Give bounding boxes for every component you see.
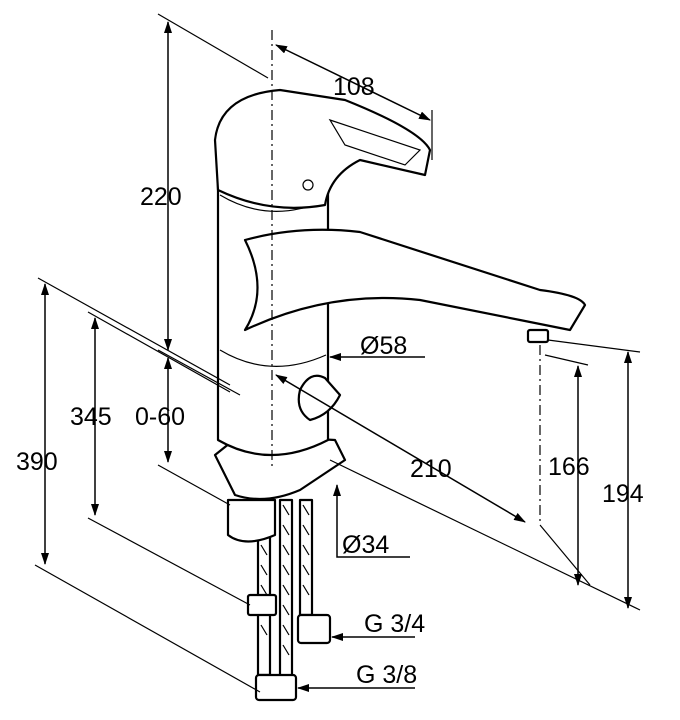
- label-210: 210: [410, 455, 452, 483]
- label-0-60: 0-60: [135, 403, 185, 431]
- dim-108-line: [275, 44, 431, 121]
- label-diameter-58: Ø58: [360, 332, 407, 360]
- label-345: 345: [70, 403, 112, 431]
- fitting-g34: [296, 613, 332, 645]
- label-g38: G 3/8: [356, 661, 417, 689]
- dim-210-line: [275, 374, 526, 523]
- label-390: 390: [16, 448, 58, 476]
- fitting-g38: [254, 673, 298, 702]
- label-220: 220: [140, 183, 182, 211]
- dim-34-leader: [333, 484, 410, 558]
- label-g34: G 3/4: [364, 610, 425, 638]
- label-diameter-34: Ø34: [342, 531, 389, 559]
- hose-middle: [278, 498, 294, 692]
- dimension-lines: [41, 21, 632, 692]
- label-194: 194: [602, 480, 644, 508]
- aerator: [526, 328, 550, 344]
- faucet-illustration: [213, 88, 587, 702]
- label-108: 108: [333, 73, 375, 101]
- spout: [243, 228, 587, 332]
- label-166: 166: [548, 453, 590, 481]
- hose-right: [298, 498, 314, 617]
- lever-handle: [213, 88, 432, 209]
